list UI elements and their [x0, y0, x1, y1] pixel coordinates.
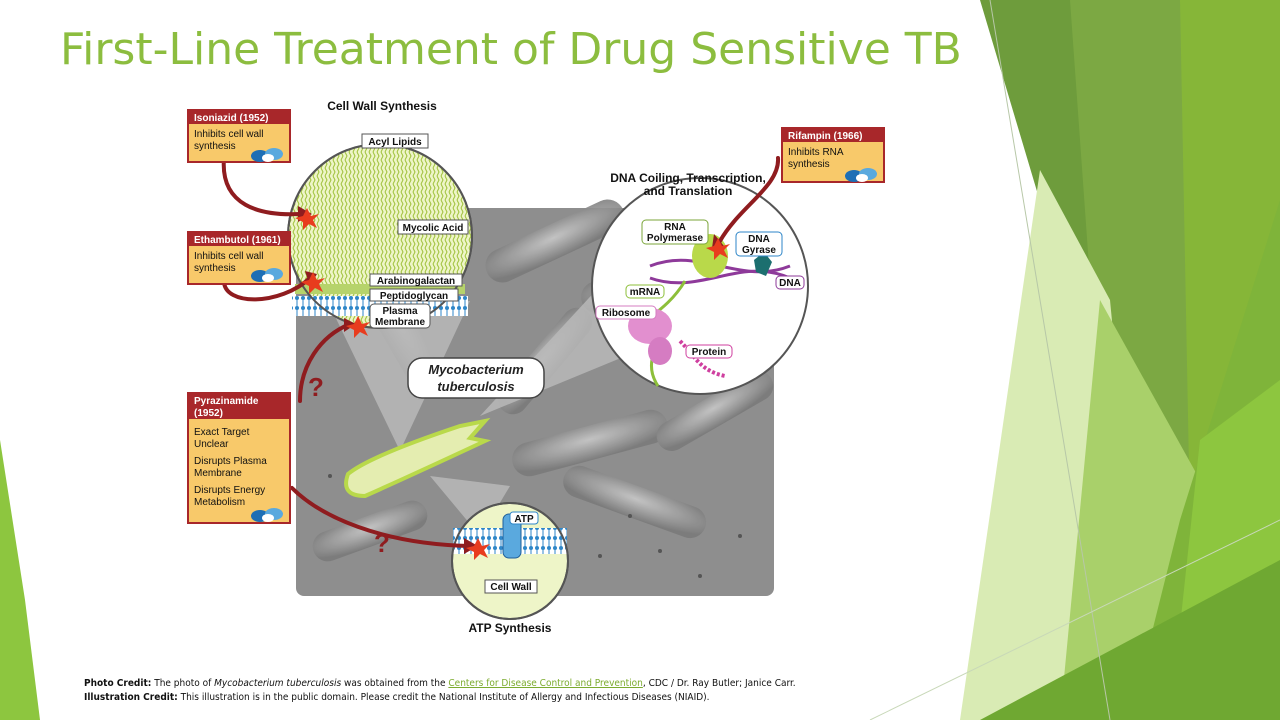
svg-text:Ethambutol (1961): Ethambutol (1961) [194, 235, 281, 246]
svg-text:Inhibits cell wall: Inhibits cell wall [194, 129, 263, 140]
unknown-target-marker-2: ? [374, 528, 390, 558]
ribosome-label: Ribosome [602, 308, 651, 319]
svg-text:Inhibits RNA: Inhibits RNA [788, 147, 844, 158]
mrna-label: mRNA [630, 287, 661, 298]
atp-label: ATP [514, 514, 534, 525]
pill-icon [251, 148, 283, 162]
starburst-markers [295, 208, 730, 560]
illustration-credit: Illustration Credit: This illustration i… [84, 692, 710, 703]
svg-text:Inhibits cell wall: Inhibits cell wall [194, 251, 263, 262]
svg-text:(1952): (1952) [194, 408, 223, 419]
arabinogalactan-label: Arabinogalactan [377, 276, 455, 287]
cell-wall-label: Cell Wall [490, 582, 532, 593]
svg-text:Pyrazinamide: Pyrazinamide [194, 396, 259, 407]
drug-arrows [221, 156, 781, 548]
protein-label: Protein [692, 347, 726, 358]
svg-text:Exact Target: Exact Target [194, 427, 250, 438]
unknown-target-marker-1: ? [308, 372, 324, 402]
drug-card-pyrazinamide: Pyrazinamide (1952) Exact Target Unclear… [187, 392, 291, 524]
svg-text:Unclear: Unclear [194, 439, 229, 450]
pill-icon [251, 268, 283, 282]
organism-label-box [407, 357, 545, 399]
svg-text:Metabolism: Metabolism [194, 497, 245, 508]
svg-text:Isoniazid (1952): Isoniazid (1952) [194, 113, 268, 124]
svg-text:synthesis: synthesis [194, 263, 236, 274]
svg-text:Disrupts Energy: Disrupts Energy [194, 485, 265, 496]
photo-credit: Photo Credit: The photo of Mycobacterium… [84, 678, 796, 689]
acyl-lipids-label: Acyl Lipids [368, 137, 422, 148]
drug-card-rifampin: Rifampin (1966) Inhibits RNA synthesis [781, 127, 885, 183]
cell-wall-synthesis-heading: Cell Wall Synthesis [327, 99, 437, 113]
organism-label: Mycobacterium [428, 362, 524, 377]
credits: Photo Credit: The photo of Mycobacterium… [84, 677, 796, 705]
tb-drug-mechanism-diagram: Mycobacterium tuberculosis Cell Wall Syn… [187, 99, 885, 635]
atp-synthesis-heading: ATP Synthesis [469, 621, 552, 635]
pill-icon [845, 168, 877, 182]
svg-text:Membrane: Membrane [375, 317, 425, 328]
drug-card-isoniazid: Isoniazid (1952) Inhibits cell wall synt… [187, 109, 291, 163]
rna-polymerase-label: RNA [664, 222, 686, 233]
svg-text:synthesis: synthesis [194, 141, 236, 152]
drug-card-ethambutol: Ethambutol (1961) Inhibits cell wall syn… [187, 231, 291, 285]
svg-text:Gyrase: Gyrase [742, 245, 776, 256]
svg-text:Membrane: Membrane [194, 468, 242, 479]
slide-title: First-Line Treatment of Drug Sensitive T… [60, 24, 962, 75]
dna-gyrase-label: DNA [748, 234, 770, 245]
svg-text:Polymerase: Polymerase [647, 233, 704, 244]
svg-text:Disrupts Plasma: Disrupts Plasma [194, 456, 267, 467]
svg-text:tuberculosis: tuberculosis [437, 379, 514, 394]
mycolic-acid-label: Mycolic Acid [403, 223, 464, 234]
dna-coiling-heading: DNA Coiling, Transcription, [610, 171, 766, 185]
peptidoglycan-label: Peptidoglycan [380, 291, 448, 302]
svg-text:synthesis: synthesis [788, 159, 830, 170]
svg-text:Rifampin (1966): Rifampin (1966) [788, 131, 862, 142]
highlighted-bacterium [344, 417, 492, 499]
svg-text:and Translation: and Translation [644, 184, 733, 198]
dna-zoom [591, 177, 809, 395]
pill-icon [251, 508, 283, 522]
dna-label: DNA [779, 278, 801, 289]
plasma-membrane-label: Plasma [382, 306, 417, 317]
cdc-link[interactable]: Centers for Disease Control and Preventi… [448, 678, 643, 689]
